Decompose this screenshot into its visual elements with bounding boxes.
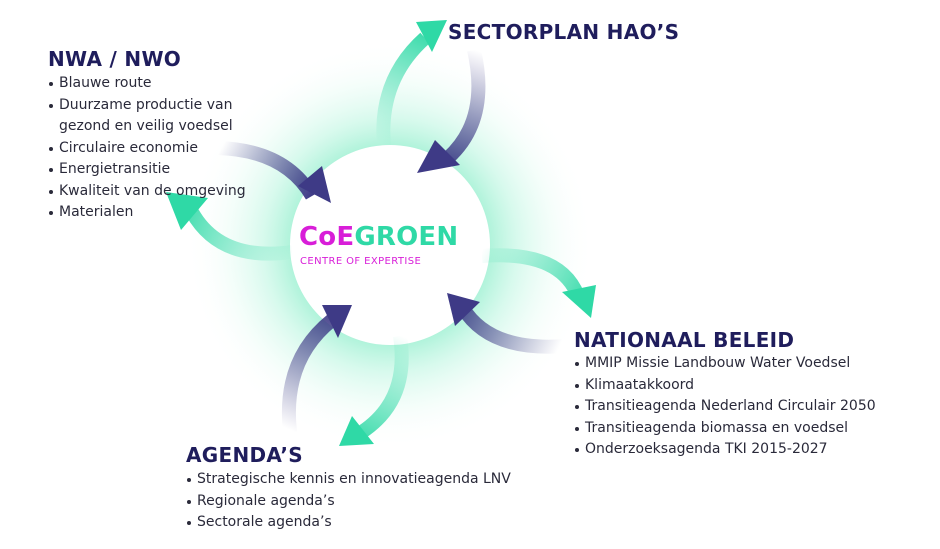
list-item: Onderzoeksagenda TKI 2015-2027 bbox=[574, 439, 934, 461]
sectorplan-inbound-arrow-shaft bbox=[443, 48, 486, 164]
sectorplan-outbound-arrow-head bbox=[416, 20, 447, 52]
nwa-outbound-arrow-head bbox=[166, 192, 208, 230]
nwa-outbound-arrow-shaft bbox=[185, 208, 293, 261]
agendas-inbound-arrow-head bbox=[322, 305, 352, 338]
agendas-outbound-arrow-shaft bbox=[357, 334, 409, 438]
nationaal-beleid-heading: NATIONAAL BELEID bbox=[574, 328, 795, 352]
logo-subtitle: CENTRE OF EXPERTISE bbox=[300, 256, 422, 267]
agendas-list: Strategische kennis en innovatieagenda L… bbox=[186, 469, 566, 534]
nwa-nwo-heading: NWA / NWO bbox=[48, 47, 182, 71]
list-item: Transitieagenda biomassa en voedsel bbox=[574, 418, 934, 440]
list-item: Materialen bbox=[48, 202, 308, 224]
list-item: Sectorale agenda’s bbox=[186, 512, 566, 534]
list-item: Klimaatakkoord bbox=[574, 375, 934, 397]
sectorplan-inbound-arrow-head bbox=[417, 140, 460, 173]
list-item: Transitieagenda Nederland Circulair 2050 bbox=[574, 396, 934, 418]
sectorplan-heading: SECTORPLAN HAO’S bbox=[448, 20, 680, 44]
nationaal-outbound-arrow-head bbox=[562, 285, 596, 318]
nationaal-outbound-arrow-shaft bbox=[481, 248, 585, 299]
nationaal-beleid-list: MMIP Missie Landbouw Water Voedsel Klima… bbox=[574, 353, 934, 461]
nationaal-inbound-arrow-head bbox=[447, 293, 480, 326]
logo-groen-text: GROEN bbox=[354, 222, 459, 252]
nationaal-inbound-arrow-shaft bbox=[457, 304, 567, 354]
list-item: Circulaire economie bbox=[48, 138, 308, 160]
agendas-inbound-arrow-shaft bbox=[281, 314, 337, 433]
coe-groen-logo: CoEGROEN bbox=[299, 222, 458, 252]
center-disc bbox=[290, 145, 490, 345]
list-item: Energietransitie bbox=[48, 159, 308, 181]
list-item: Kwaliteit van de omgeving bbox=[48, 181, 308, 203]
nwa-nwo-list: Blauwe route Duurzame productie van gezo… bbox=[48, 73, 308, 224]
sectorplan-outbound-arrow-shaft bbox=[376, 32, 430, 147]
agendas-heading: AGENDA’S bbox=[186, 443, 303, 467]
agendas-outbound-arrow-head bbox=[339, 416, 374, 446]
logo-coe-text: CoE bbox=[299, 222, 355, 252]
list-item: Blauwe route bbox=[48, 73, 308, 95]
list-item: Regionale agenda’s bbox=[186, 491, 566, 513]
nwa-inbound-arrow-head bbox=[298, 166, 331, 203]
list-item: MMIP Missie Landbouw Water Voedsel bbox=[574, 353, 934, 375]
list-item: Strategische kennis en innovatieagenda L… bbox=[186, 469, 566, 491]
list-item: Duurzame productie van gezond en veilig … bbox=[48, 95, 308, 138]
